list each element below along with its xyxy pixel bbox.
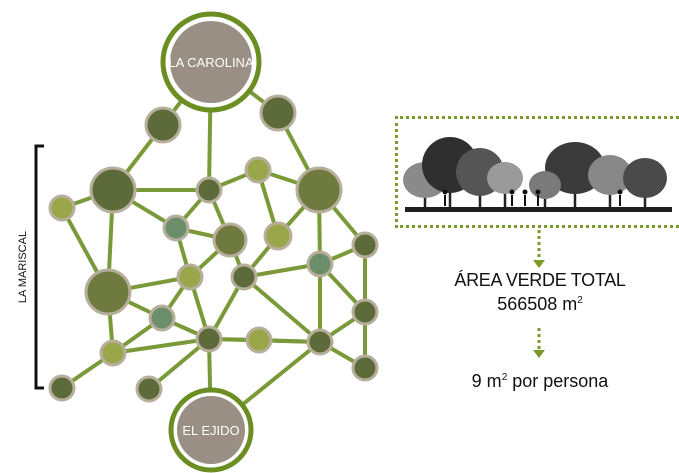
green-area-frame: [395, 116, 679, 228]
side-label-mariscal: LA MARISCAL: [17, 231, 29, 303]
green-space-node: [89, 166, 137, 214]
green-space-node: [148, 304, 176, 332]
per-person-sup: 2: [501, 372, 508, 383]
trees-illustration-icon: [403, 137, 672, 212]
person-icon: [535, 189, 541, 195]
green-space-node: [351, 298, 379, 326]
green-space-node: [144, 106, 182, 144]
area-per-person: 9 m2 por persona: [420, 371, 660, 392]
green-space-node: [263, 221, 293, 251]
person-icon: [442, 189, 448, 195]
green-space-node: [244, 156, 272, 184]
person-icon: [522, 189, 528, 195]
tree-canopy: [623, 158, 667, 198]
hub-la-carolina: LA CAROLINA: [160, 11, 262, 113]
green-space-node: [48, 374, 76, 402]
area-value-text: 566508 m: [497, 294, 578, 314]
green-space-node: [230, 263, 258, 291]
per-person-prefix: 9 m: [471, 371, 502, 391]
ground-line: [405, 207, 672, 212]
network-edges: [60, 60, 367, 432]
green-space-node: [176, 263, 204, 291]
network-nodes: [48, 94, 379, 403]
person-icon: [509, 189, 515, 195]
green-space-node: [351, 354, 379, 382]
green-space-node: [351, 231, 379, 259]
total-green-area-title: ÁREA VERDE TOTAL: [454, 270, 626, 290]
green-space-node: [48, 194, 76, 222]
down-arrow-icon: [533, 328, 545, 358]
down-arrow-icon: [533, 230, 545, 268]
per-person-suffix: por persona: [507, 371, 609, 391]
green-space-node: [162, 214, 190, 242]
network-edge: [242, 275, 322, 344]
green-space-node: [306, 328, 334, 356]
green-space-node: [195, 176, 223, 204]
network-edge: [112, 337, 210, 355]
green-space-node: [135, 375, 163, 403]
green-space-node: [245, 326, 273, 354]
green-space-node: [212, 222, 248, 258]
green-space-node: [259, 94, 297, 132]
person-icon: [617, 189, 623, 195]
green-space-node: [84, 268, 132, 316]
green-space-node: [195, 325, 223, 353]
green-space-node: [295, 166, 343, 214]
tree-canopy: [588, 155, 632, 195]
green-space-node: [99, 339, 127, 367]
total-green-area-value: 566508 m2: [420, 294, 660, 315]
green-space-node: [306, 250, 334, 278]
hub-label-bottom: EL EJIDO: [182, 423, 239, 438]
tree-canopy: [487, 162, 523, 194]
hub-label-top: LA CAROLINA: [168, 55, 254, 70]
mariscal-bracket: [34, 144, 44, 390]
area-unit-sup: 2: [577, 295, 583, 306]
hub-el-ejido: EL EJIDO: [168, 387, 254, 473]
